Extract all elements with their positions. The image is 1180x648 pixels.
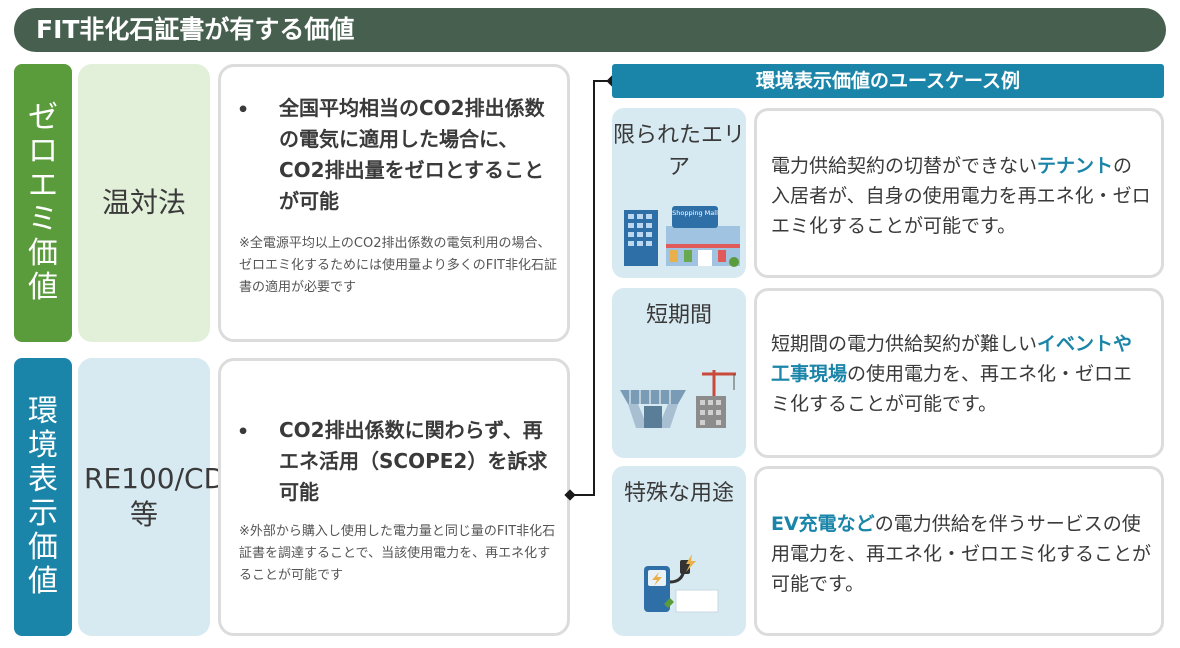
ev-charger-icon [642, 552, 722, 620]
usecase-card: 短期間の電力供給契約が難しいイベントや工事現場の使用電力を、再エネ化・ゼロエミ化… [754, 288, 1164, 458]
connector-line [593, 80, 613, 82]
zero-emission-law-label: 温対法 [101, 186, 186, 219]
zero-emission-tab: ゼロエミ価値 [14, 64, 72, 342]
usecase-text: 短期間の電力供給契約が難しいイベントや工事現場の使用電力を、再エネ化・ゼロエミ化… [771, 333, 1133, 415]
zero-emission-note: ※全電源平均以上のCO2排出係数の電気利用の場合、ゼロエミ化するためには使用量よ… [239, 236, 557, 295]
usecase-label: 短期間 [645, 303, 712, 328]
title-bar: FIT非化石証書が有する価値 [14, 8, 1166, 52]
environmental-tab: 環境表示価値 [14, 358, 72, 636]
usecase-label: 特殊な用途 [623, 481, 734, 506]
bullet-icon: • [237, 421, 250, 443]
environmental-law-box: RE100/CDP/SBT等 [78, 358, 306, 636]
connector-line [570, 494, 594, 496]
usecase-label-box: 特殊な用途 [612, 466, 746, 636]
environmental-main-text: CO2排出係数に関わらず、再エネ活用（SCOPE2）を訴求可能 [279, 418, 548, 504]
environmental-card: • CO2排出係数に関わらず、再エネ活用（SCOPE2）を訴求可能 ※外部から購… [218, 358, 570, 636]
usecase-highlight: イベントや工事現場 [771, 333, 1133, 385]
environmental-tab-label: 環境表示価値 [28, 394, 58, 599]
zero-emission-main-text: 全国平均相当のCO2排出係数の電気に適用した場合に、CO2排出量をゼロとすること… [279, 96, 545, 213]
usecase-highlight: テナント [1037, 155, 1114, 177]
usecase-label: 限られたエリア [612, 123, 745, 180]
usecase-label-box: 限られたエリア Shopping Mall [612, 108, 746, 278]
usecase-card: EV充電などの電力供給を伴うサービスの使用電力を、再エネ化・ゼロエミ化することが… [754, 466, 1164, 636]
shopping-mall-icon: Shopping Mall [622, 204, 742, 272]
bullet-icon: • [237, 99, 250, 121]
page-title: FIT非化石証書が有する価値 [36, 15, 355, 44]
shopping-mall-sign: Shopping Mall [672, 209, 718, 217]
usecase-label-box: 短期間 [612, 288, 746, 458]
zero-emission-tab-label: ゼロエミ価値 [28, 100, 58, 305]
zero-emission-law-box: 温対法 [78, 64, 210, 342]
usecase-header: 環境表示価値のユースケース例 [612, 64, 1164, 98]
usecase-text: 電力供給契約の切替ができないテナントの入居者が、自身の使用電力を再エネ化・ゼロエ… [771, 155, 1151, 237]
connector-line [593, 80, 595, 496]
environmental-law-label: RE100/CDP/SBT等 [84, 462, 306, 531]
event-venue-icon [616, 368, 742, 436]
usecase-text: EV充電などの電力供給を伴うサービスの使用電力を、再エネ化・ゼロエミ化することが… [771, 513, 1152, 595]
zero-emission-card: • 全国平均相当のCO2排出係数の電気に適用した場合に、CO2排出量をゼロとする… [218, 64, 570, 342]
usecase-card: 電力供給契約の切替ができないテナントの入居者が、自身の使用電力を再エネ化・ゼロエ… [754, 108, 1164, 278]
usecase-highlight: EV充電など [771, 513, 875, 535]
environmental-note: ※外部から購入し使用した電力量と同じ量のFIT非化石証書を調達することで、当該使… [239, 524, 556, 583]
